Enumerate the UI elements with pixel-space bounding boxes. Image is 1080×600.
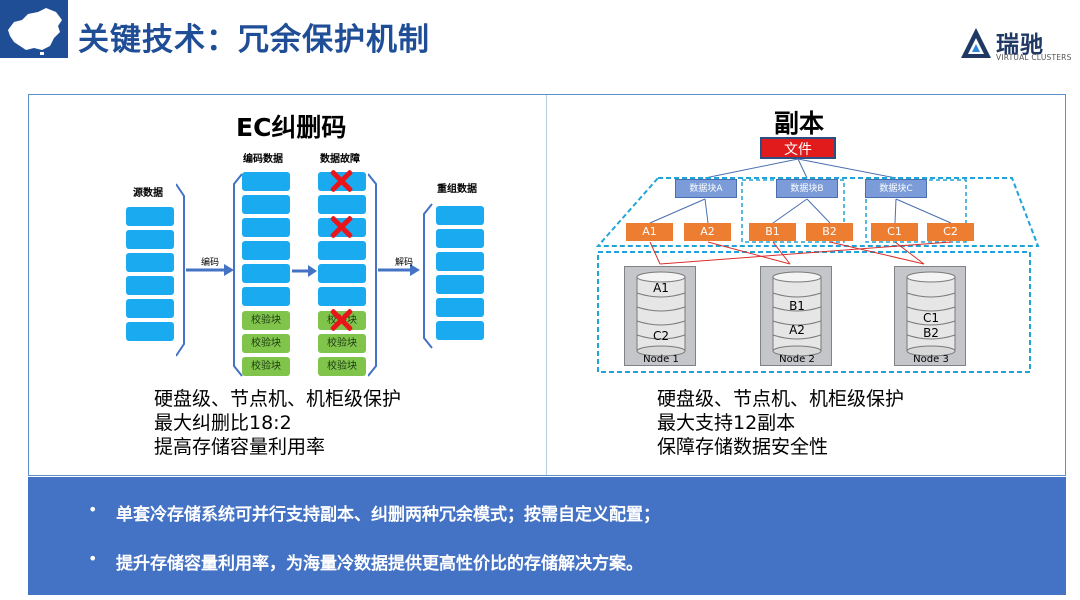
node-disk-label: A2	[789, 323, 805, 337]
replica-a1: A1	[626, 223, 673, 241]
encoded-data-block	[242, 264, 290, 283]
storage-node: A1 C2 Node 1	[624, 266, 696, 366]
encoded-data-block	[318, 241, 366, 260]
replica-desc-line: 保障存储数据安全性	[657, 436, 829, 458]
data-block-a: 数据块A	[675, 179, 737, 198]
rebuilt-data-label: 重组数据	[437, 184, 477, 195]
node-disk-label: B1	[789, 299, 805, 313]
decode-arrow-label: 解码	[395, 258, 414, 268]
replica-desc-line: 硬盘级、节点机、机柜级保护	[657, 388, 905, 410]
check-block: 校验块	[242, 311, 290, 330]
replica-b2: B2	[806, 223, 853, 241]
ec-desc-line: 硬盘级、节点机、机柜级保护	[154, 388, 402, 410]
rebuilt-data-block	[436, 252, 484, 271]
source-data-block	[126, 230, 174, 249]
ec-desc-line: 最大纠删比18:2	[154, 412, 292, 434]
source-data-label: 源数据	[133, 188, 163, 199]
failure-x-icon	[329, 308, 353, 332]
panel-divider	[546, 95, 547, 475]
encoded-data-label: 编码数据	[243, 154, 283, 165]
source-data-block	[126, 322, 174, 341]
ec-desc-line: 提高存储容量利用率	[154, 436, 326, 458]
page-title: 关键技术：冗余保护机制	[78, 22, 430, 58]
source-data-block	[126, 253, 174, 272]
replica-c1: C1	[871, 223, 918, 241]
data-block-b: 数据块B	[776, 179, 838, 198]
check-block: 校验块	[242, 357, 290, 376]
node-disk-label: C1	[922, 311, 939, 325]
encode-arrow-label: 编码	[201, 258, 220, 268]
summary-bullet: 提升存储容量利用率，为海量冷数据提供更高性价比的存储解决方案。	[116, 554, 643, 574]
triangle-logo-icon	[961, 28, 991, 58]
encoded-data-block	[242, 172, 290, 191]
data-failure-label: 数据故障	[320, 154, 360, 165]
node-disk-label: B2	[923, 326, 939, 340]
check-block: 校验块	[318, 334, 366, 353]
rebuilt-data-block	[436, 206, 484, 225]
disk-stack-icon	[906, 271, 956, 357]
encoded-data-block	[242, 218, 290, 237]
encoded-data-block	[242, 287, 290, 306]
replica-a2: A2	[684, 223, 731, 241]
content-panel	[28, 94, 1066, 476]
node-name: Node 3	[913, 354, 949, 365]
summary-bullet: 单套冷存储系统可并行支持副本、纠删两种冗余模式；按需自定义配置；	[116, 505, 660, 525]
storage-node: C1 B2 Node 3	[894, 266, 966, 366]
source-data-block	[126, 276, 174, 295]
disk-stack-icon	[772, 271, 822, 357]
failure-x-icon	[329, 215, 353, 239]
source-data-block	[126, 299, 174, 318]
decode-connector	[368, 173, 433, 377]
brand-name: 瑞驰	[996, 32, 1044, 58]
data-block-c: 数据块C	[865, 179, 927, 198]
failure-arrow	[292, 265, 317, 277]
ec-description: 硬盘级、节点机、机柜级保护 最大纠删比18:2 提高存储容量利用率	[154, 387, 401, 459]
node-disk-label: A1	[653, 281, 669, 295]
node-disk-label: C2	[652, 329, 669, 343]
node-name: Node 2	[779, 354, 815, 365]
encoded-data-block	[318, 195, 366, 214]
encode-connector	[176, 173, 243, 377]
disk-stack-icon	[636, 271, 686, 357]
china-map-logo	[0, 0, 68, 58]
ec-title: EC纠删码	[236, 113, 347, 142]
replica-desc-line: 最大支持12副本	[657, 412, 796, 434]
encoded-data-block	[242, 241, 290, 260]
summary-banner	[28, 477, 1066, 595]
brand-logo	[958, 26, 994, 66]
source-data-block	[126, 207, 174, 226]
node-name: Node 1	[643, 354, 679, 365]
rebuilt-data-block	[436, 321, 484, 340]
bullet-dot: •	[88, 549, 98, 568]
replica-title: 副本	[774, 109, 825, 138]
rebuilt-data-block	[436, 275, 484, 294]
check-block: 校验块	[318, 357, 366, 376]
encoded-data-block	[318, 264, 366, 283]
rebuilt-data-block	[436, 298, 484, 317]
brand-tagline: VIRTUAL CLUSTERS	[996, 53, 1072, 62]
storage-node: B1 A2 Node 2	[760, 266, 832, 366]
file-box: 文件	[760, 137, 836, 159]
rebuilt-data-block	[436, 229, 484, 248]
replica-c2: C2	[927, 223, 974, 241]
encoded-data-block	[242, 195, 290, 214]
check-block: 校验块	[242, 334, 290, 353]
bullet-dot: •	[88, 500, 98, 519]
replica-description: 硬盘级、节点机、机柜级保护 最大支持12副本 保障存储数据安全性	[657, 387, 904, 459]
failure-x-icon	[329, 169, 353, 193]
replica-b1: B1	[749, 223, 796, 241]
china-map-icon	[8, 8, 62, 55]
encoded-data-block	[318, 287, 366, 306]
